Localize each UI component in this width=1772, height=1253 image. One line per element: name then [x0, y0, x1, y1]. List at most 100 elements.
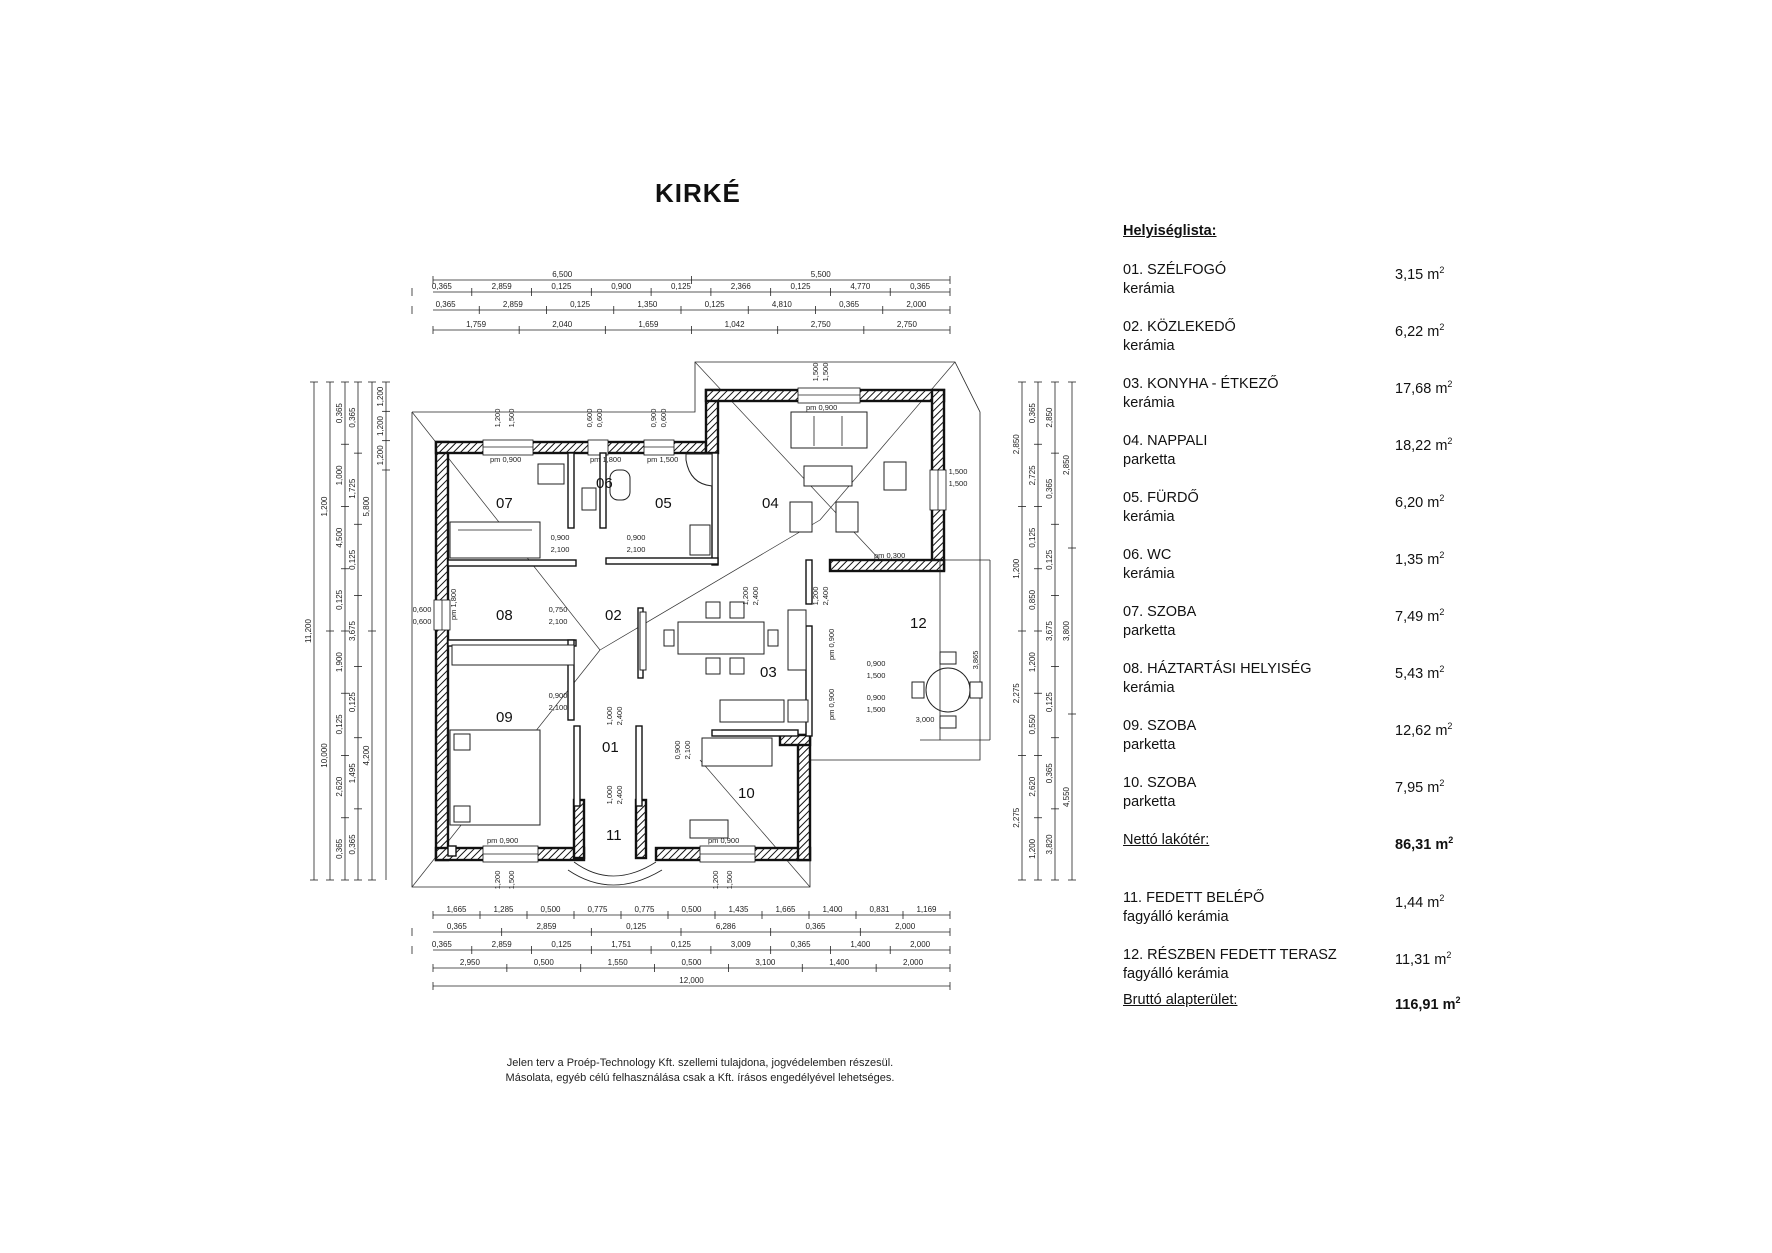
dimension-label: 0,900 [627, 533, 646, 542]
room-list-header: Helyiséglista: [1123, 223, 1217, 239]
dimension-label: 0,500 [681, 905, 702, 914]
room-material: kerámia [1123, 509, 1175, 525]
dimension-label: 1,500 [725, 871, 734, 890]
dimension-label: 1,665 [775, 905, 796, 914]
dimension-label: 0,125 [671, 940, 692, 949]
room-label-01: 01 [602, 739, 619, 756]
opening-labels: pm 0,900 pm 1,800 pm 1,500 pm 0,900 pm 0… [449, 403, 905, 845]
dimension-label: 2,859 [492, 282, 513, 291]
dimension-label: 1,759 [466, 320, 487, 329]
dimension-label: 1,200 [1012, 558, 1021, 579]
dimension-label: 3,675 [348, 620, 357, 641]
dimension-label: 2,100 [551, 545, 570, 554]
dimension-label: 1,200 [493, 409, 502, 428]
room-area: 12,62 m2 [1395, 721, 1453, 739]
dimension-label: 1,500 [949, 479, 968, 488]
room-area: 3,15 m2 [1395, 265, 1445, 283]
room-area: 1,44 m2 [1395, 893, 1445, 911]
dimension-label: 2,725 [1028, 465, 1037, 486]
room-area: 17,68 m2 [1395, 379, 1453, 397]
dimension-label: 0,775 [587, 905, 608, 914]
room-entry: 12. RÉSZBEN FEDETT TERASZ fagyálló kerámi… [1123, 946, 1493, 984]
gross-area-value: 116,91 m2 [1395, 995, 1461, 1013]
dimension-label: 1,900 [335, 652, 344, 673]
dimension-label: 0,550 [1028, 714, 1037, 735]
dimension-label: 1,200 [1028, 652, 1037, 673]
dimension-label: 0,365 [791, 940, 812, 949]
dimension-label: 3,820 [1045, 834, 1054, 855]
opening-label: pm 1,500 [647, 455, 678, 464]
dimension-label: 2,100 [683, 741, 692, 760]
room-name: 12. RÉSZBEN FEDETT TERASZ [1123, 947, 1337, 963]
dimension-label: 1,200 [376, 386, 385, 407]
copyright-line-1: Jelen terv a Proép-Technology Kft. szell… [506, 1057, 894, 1069]
dimension-label: 2,275 [1012, 683, 1021, 704]
opening-label: pm 0,900 [487, 836, 518, 845]
dimension-label: 4,770 [850, 282, 871, 291]
dimension-label: 0,365 [1045, 478, 1054, 499]
dimension-label: 2,100 [549, 703, 568, 712]
dimension-label: 2,859 [503, 300, 524, 309]
dimension-label: 2,000 [910, 940, 931, 949]
dimension-label: 0,125 [348, 692, 357, 713]
dimension-label: 0,900 [649, 409, 658, 428]
dimension-label: 0,750 [549, 605, 568, 614]
dimension-label: 2,400 [615, 786, 624, 805]
dimension-label: 0,900 [673, 741, 682, 760]
dimension-label: 2,859 [536, 922, 557, 931]
dimension-label: 2,400 [751, 587, 760, 606]
dimension-label: 3,009 [731, 940, 752, 949]
dimension-label: 1,200 [376, 415, 385, 436]
dimension-label: 3,000 [916, 715, 935, 724]
dimension-label: 12,000 [679, 976, 704, 985]
dimension-label: 1,659 [638, 320, 659, 329]
net-area-value: 86,31 m2 [1395, 835, 1454, 853]
dimension-label: 1,500 [507, 409, 516, 428]
room-area: 1,35 m2 [1395, 550, 1445, 568]
dimension-label: 2,620 [335, 776, 344, 797]
left-dimensions: 11,2001,20010,0000,3651,0004,5000,1251,9… [304, 381, 390, 881]
dimension-label: 1,500 [867, 671, 886, 680]
dimension-label: 5,800 [362, 496, 371, 517]
dimension-label: 2,620 [1028, 776, 1037, 797]
dimension-label: 1,500 [949, 467, 968, 476]
room-label-10: 10 [738, 785, 755, 802]
dimension-label: 0,600 [595, 409, 604, 428]
dimension-label: 1,400 [822, 905, 843, 914]
dimension-label: 3,675 [1045, 620, 1054, 641]
dimension-label: 0,900 [867, 693, 886, 702]
room-area: 11,31 m2 [1395, 950, 1452, 968]
room-material: fagyálló kerámia [1123, 966, 1229, 982]
room-material: kerámia [1123, 680, 1175, 696]
dimension-label: 2,100 [549, 617, 568, 626]
opening-label: pm 0,900 [708, 836, 739, 845]
room-name: 02. KÖZLEKEDŐ [1123, 319, 1236, 335]
room-name: 04. NAPPALI [1123, 433, 1208, 449]
dimension-label: 6,286 [716, 922, 737, 931]
dimension-label: 2,040 [552, 320, 573, 329]
room-material: fagyálló kerámia [1123, 909, 1229, 925]
bottom-dimension-lines [433, 914, 950, 987]
room-label-02: 02 [605, 607, 622, 624]
room-label-06: 06 [596, 475, 613, 492]
net-area-label: Nettó lakótér: [1123, 832, 1210, 848]
dimension-label: 2,850 [1012, 434, 1021, 455]
room-material: parketta [1123, 623, 1176, 639]
dimension-label: 0,900 [549, 691, 568, 700]
dimension-label: 4,200 [362, 745, 371, 766]
room-area: 7,95 m2 [1395, 778, 1445, 796]
room-label-09: 09 [496, 709, 513, 726]
dimension-label: 0,125 [705, 300, 726, 309]
dimension-label: 0,125 [1045, 549, 1054, 570]
gross-area-row: Bruttó alapterület: 116,91 m2 [1123, 991, 1493, 1013]
dimension-label: 0,365 [335, 838, 344, 859]
dimension-label: 1,725 [348, 478, 357, 499]
room-material: kerámia [1123, 281, 1175, 297]
dimension-label: 6,500 [552, 270, 573, 279]
interior-walls [447, 452, 813, 857]
